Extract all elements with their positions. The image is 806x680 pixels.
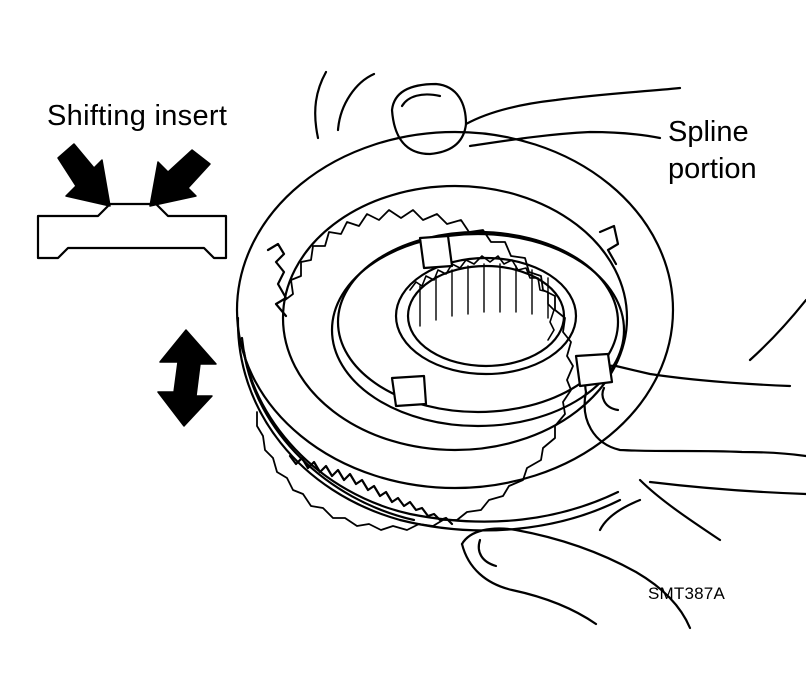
spline-portion-label: Spline portion bbox=[668, 114, 757, 188]
synchronizer-hub bbox=[330, 230, 626, 428]
hand-bottom bbox=[460, 478, 722, 630]
slide-direction-arrow-icon bbox=[157, 329, 217, 427]
synchronizer-sleeve bbox=[235, 130, 675, 532]
shifting-insert-label: Shifting insert bbox=[47, 100, 228, 132]
spline-portion-label-line2: portion bbox=[668, 153, 757, 185]
hand-top bbox=[314, 70, 682, 156]
shifting-insert-part bbox=[36, 202, 228, 260]
press-arrows-icon bbox=[57, 143, 211, 207]
hand-right bbox=[583, 298, 806, 532]
spline-portion-label-line1: Spline bbox=[668, 116, 749, 148]
figure-code: SMT387A bbox=[648, 584, 725, 603]
